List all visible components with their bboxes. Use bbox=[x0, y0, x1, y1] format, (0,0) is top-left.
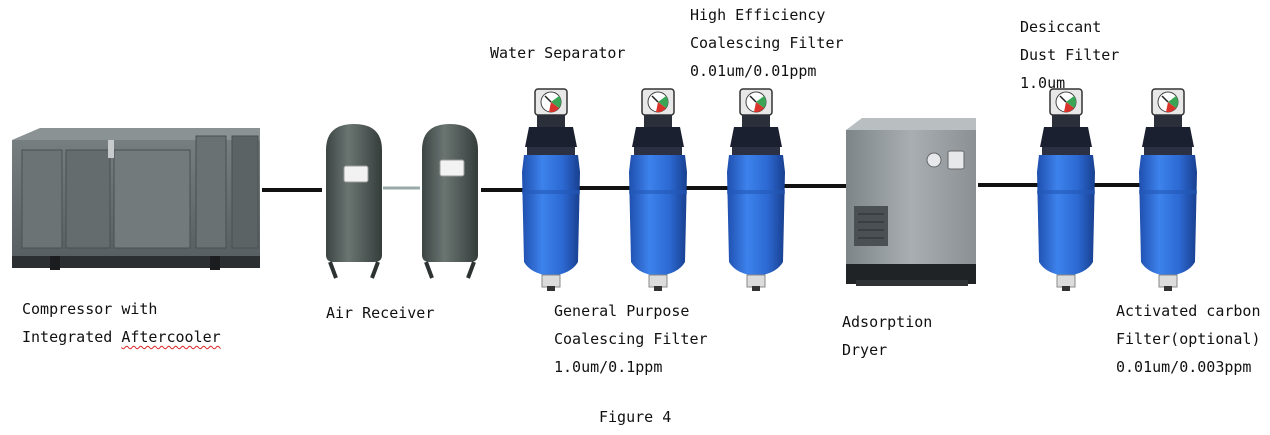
figure-caption: Figure 4 bbox=[599, 408, 672, 426]
compressor-unit bbox=[12, 128, 260, 270]
label-water-separator: Water Separator bbox=[490, 44, 626, 62]
label-high-efficiency: High Efficiency Coalescing Filter 0.01um… bbox=[690, 6, 844, 80]
high-efficiency-filter bbox=[726, 88, 786, 292]
label-desiccant-dust: Desiccant Dust Filter 1.0um bbox=[1020, 18, 1120, 92]
pipe-segments bbox=[262, 183, 1142, 192]
label-air-receiver: Air Receiver bbox=[326, 304, 435, 322]
general-purpose-filter bbox=[628, 88, 688, 292]
activated-carbon-filter bbox=[1138, 88, 1198, 292]
desiccant-dust-filter bbox=[1036, 88, 1096, 292]
label-compressor: Compressor with Integrated Aftercooler bbox=[22, 300, 221, 346]
label-general-purpose: General Purpose Coalescing Filter 1.0um/… bbox=[554, 302, 708, 376]
air-receiver-tank-2 bbox=[422, 124, 478, 279]
label-adsorption-dryer: Adsorption Dryer bbox=[842, 313, 933, 359]
water-separator-filter bbox=[521, 88, 581, 292]
label-activated-carbon: Activated carbon Filter(optional) 0.01um… bbox=[1116, 302, 1261, 376]
air-receiver-tank-1 bbox=[326, 124, 382, 279]
adsorption-dryer-unit bbox=[846, 118, 976, 286]
